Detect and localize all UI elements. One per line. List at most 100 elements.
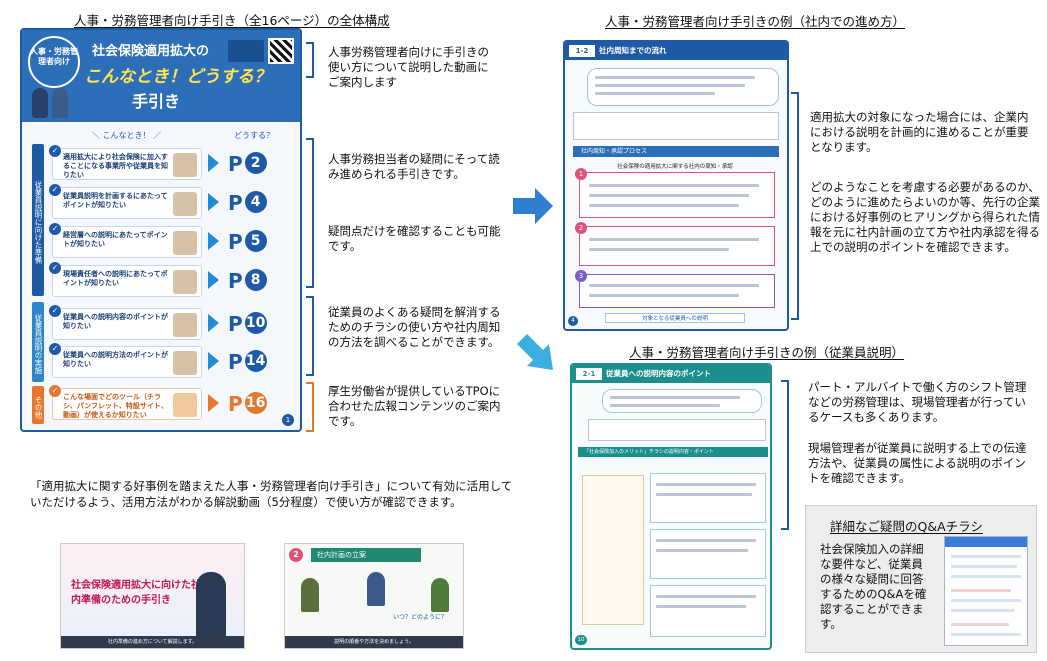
cover-header: 人事・労務管理者向け 社会保険適用拡大の こんなとき！どうする？ 手引き <box>22 30 300 122</box>
guide-cover-page: 人事・労務管理者向け 社会保険適用拡大の こんなとき！どうする？ 手引き ＼ こ… <box>20 28 302 432</box>
page-ref-prefix: P <box>228 350 243 374</box>
question-text: 従業員への説明方法のポイントが知りたい <box>63 351 168 368</box>
qa-description: 社会保険加入の詳細な要件など、従業員の様々な疑問に回答するためのQ&Aを確認する… <box>820 542 927 631</box>
question-row: ✓ 経営層への説明にあたってポイントが知りたい <box>49 223 202 258</box>
page-number-badge: 10 <box>244 312 267 334</box>
question-text: 適用拡大により社会保険に加入することになる事業所や従業員を知りたい <box>63 153 168 179</box>
video-thumbnail-title: 社会保険適用拡大に向けた社内準備のための手引き <box>71 580 201 606</box>
text-line <box>951 609 1015 612</box>
pointer-arrow-icon <box>208 232 219 250</box>
internal-flow-page: 1-2 社内周知までの流れ 社内周知・承認プロセス 社会保険の適用拡大に関する社… <box>563 40 789 331</box>
text-line <box>951 589 1011 592</box>
video-thumbnail-planning[interactable]: 2 社内計画の立案 いつ？どのように？ 説明の順番や方法を決めましょう。 <box>284 543 464 649</box>
check-only-description: 疑問点だけを確認することも可能です。 <box>328 224 501 253</box>
overview-heading: 人事・労務管理者向け手引き（全16ページ）の全体構成 <box>74 13 390 28</box>
manager-figure-icon <box>301 578 319 612</box>
arrow-down-right-icon <box>517 334 553 370</box>
column-header-right: どうする？ <box>234 131 274 140</box>
video-caption: 説明の順番や方法を決めましょう。 <box>285 636 463 648</box>
cover-title-line3: 手引き <box>132 92 181 111</box>
bracket-employee <box>781 380 789 530</box>
people-figure-icon <box>173 270 197 294</box>
video-explanation-text: 「適用拡大に関する好事例を踏まえた人事・労務管理者向け手引き」について有効に活用… <box>30 479 513 509</box>
internal-example-heading: 人事・労務管理者向け手引きの例（社内での進め方） <box>605 14 906 29</box>
page-section-number: 1-2 <box>569 45 595 57</box>
qa-flyer-header <box>945 537 1027 547</box>
pointer-arrow-icon <box>208 394 219 412</box>
qr-code-icon <box>268 38 294 64</box>
text-line <box>589 284 759 287</box>
point-box <box>650 529 766 579</box>
question-row: ✓ こんな場面でどのツール（チラシ、パンフレット、特設サイト、動画）が使えるか知… <box>49 385 202 420</box>
page-ref-prefix: P <box>228 191 243 215</box>
text-line <box>589 294 739 297</box>
page-number-badge: 4 <box>244 191 267 213</box>
qa-title: 詳細なご疑問のQ&Aチラシ <box>830 519 983 534</box>
text-line <box>656 605 746 608</box>
text-line <box>589 204 739 207</box>
question-text: 経営層への説明にあたってポイントが知りたい <box>63 231 168 248</box>
video-caption: 社内準備の進め方について解説します。 <box>61 636 244 648</box>
text-line <box>656 493 752 496</box>
shift-management-description: パート・アルバイトで働く方のシフト管理などの労務管理は、現場管理者が行っているケ… <box>808 380 1027 424</box>
people-figure-icon <box>173 192 197 216</box>
page-title-bar: 1-2 社内周知までの流れ <box>565 42 787 60</box>
check-icon: ✓ <box>49 385 61 397</box>
question-text: こんな場面でどのツール（チラシ、パンフレット、特設サイト、動画）が使えるか知りた… <box>63 393 168 419</box>
section-band-preparation: 従業員説明に向けた準備 <box>32 144 44 296</box>
flow-footer: 対象となる従業員への説明 <box>605 313 745 323</box>
text-line <box>595 92 715 95</box>
page-number-badge: 16 <box>244 392 267 414</box>
pointer-arrow-icon <box>208 154 219 172</box>
text-line <box>589 194 749 197</box>
video-thumbnail-title: 社内計画の立案 <box>311 548 421 562</box>
page-title: 従業員への説明内容のポイント <box>606 369 711 378</box>
employee-explanation-page: 2-1 従業員への説明内容のポイント 「社会保険加入のメリット」チラシの説明内容… <box>570 363 772 650</box>
text-line <box>610 404 720 407</box>
section-band-other: その他 <box>32 386 44 424</box>
page-ref-prefix: P <box>228 269 243 293</box>
column-header-left: ＼ こんなとき！ ／ <box>92 131 162 140</box>
pointer-arrow-icon <box>208 193 219 211</box>
page-number-badge: 14 <box>244 350 267 372</box>
question-row: ✓ 従業員説明を計画するにあたってポイントが知りたい <box>49 184 202 219</box>
people-figure-icon <box>173 231 197 255</box>
bracket-preparation <box>306 138 314 288</box>
text-line <box>951 623 1009 626</box>
page-corner-number: 1 <box>282 414 294 426</box>
bracket-internal <box>791 92 799 320</box>
internal-points-description: どのようなことを考慮する必要があるのか、どのように進めたらよいのか等、先行の企業… <box>810 180 1040 254</box>
flow-step-number: 3 <box>575 270 587 282</box>
person-illustration-icon <box>52 88 68 118</box>
flow-title: 社会保険の適用拡大に関する社内の周知・承認 <box>617 164 733 170</box>
check-icon: ✓ <box>49 343 61 355</box>
text-line <box>595 76 755 79</box>
text-line <box>595 84 745 87</box>
page-ref-prefix: P <box>228 312 243 336</box>
text-line <box>610 396 740 399</box>
people-figure-icon <box>173 351 197 375</box>
qa-flyer-box: 詳細なご疑問のQ&Aチラシ 社会保険加入の詳細な要件など、従業員の様々な疑問に回… <box>805 505 1037 653</box>
question-row: ✓ 現場責任者への説明にあたってポイントが知りたい <box>49 262 202 297</box>
page-number-badge: 8 <box>244 269 267 291</box>
bracket-video <box>306 42 314 78</box>
pointer-arrow-icon <box>208 271 219 289</box>
flow-step-box <box>579 274 775 308</box>
text-line <box>656 483 756 486</box>
text-line <box>589 248 729 251</box>
qa-flyer-thumbnail <box>944 536 1028 646</box>
video-thumbnail-intro[interactable]: 社会保険適用拡大に向けた社内準備のための手引き 社内準備の進め方について解説しま… <box>60 543 245 649</box>
text-line <box>951 575 1021 578</box>
page-corner-number: 4 <box>568 316 578 326</box>
audience-badge: 人事・労務管理者向け <box>28 36 80 88</box>
check-icon: ✓ <box>49 305 61 317</box>
page-corner-number: 10 <box>575 635 587 645</box>
page-number-badge: 2 <box>244 152 267 174</box>
page-ref-prefix: P <box>228 392 243 416</box>
pointer-arrow-icon <box>208 352 219 370</box>
